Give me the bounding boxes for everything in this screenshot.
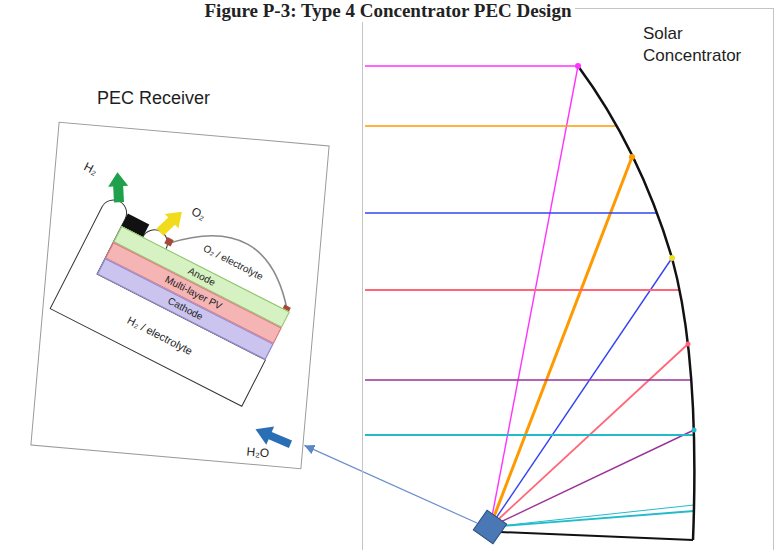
title-holder: Figure P-3: Type 4 Concentrator PEC Desi… — [0, 0, 776, 22]
reflected-ray — [490, 430, 694, 527]
reflection-point — [575, 63, 581, 69]
concentrator-panel: Solar Concentrator — [362, 8, 774, 550]
reflected-ray — [490, 511, 694, 527]
light-ray — [365, 125, 617, 126]
label-anchor: H₂O — [246, 444, 270, 460]
h2-chamber-outline — [50, 195, 299, 406]
pointer-arrow — [304, 445, 477, 523]
light-ray — [365, 212, 656, 213]
receiver-card: O₂ / electrolyteAnodeMulti-layer PVCatho… — [30, 122, 329, 469]
reflection-point — [692, 428, 697, 433]
reflected-ray — [490, 505, 694, 527]
mirror-base — [500, 532, 693, 540]
pec-cell: O₂ / electrolyteAnodeMulti-layer PVCatho… — [50, 166, 314, 406]
section-heading: PEC Receiver — [97, 87, 210, 110]
reflection-point — [629, 154, 635, 160]
o2-outlet-arrow — [153, 204, 189, 239]
reflection-point — [669, 255, 675, 261]
reflection-point — [686, 342, 691, 347]
reflected-ray — [490, 258, 672, 527]
light-ray — [365, 434, 694, 436]
section-heading: Solar Concentrator — [643, 23, 768, 67]
parabolic-mirror — [578, 66, 694, 540]
light-ray — [365, 65, 578, 66]
gas-label: H₂ — [81, 160, 99, 179]
light-ray — [365, 289, 680, 291]
figure-title: Figure P-3: Type 4 Concentrator PEC Desi… — [201, 0, 576, 22]
seal — [164, 237, 173, 246]
label-anchor: H₂ — [81, 160, 99, 179]
receiver-at-focus — [473, 510, 506, 543]
light-ray — [365, 379, 691, 380]
receiver-group: O₂ / electrolyteAnodeMulti-layer PVCatho… — [0, 0, 360, 550]
label-anchor: O₂ — [189, 204, 208, 223]
gas-label: H₂O — [246, 444, 270, 460]
gas-label: O₂ — [189, 204, 208, 223]
h2-outlet-arrow — [107, 172, 129, 203]
